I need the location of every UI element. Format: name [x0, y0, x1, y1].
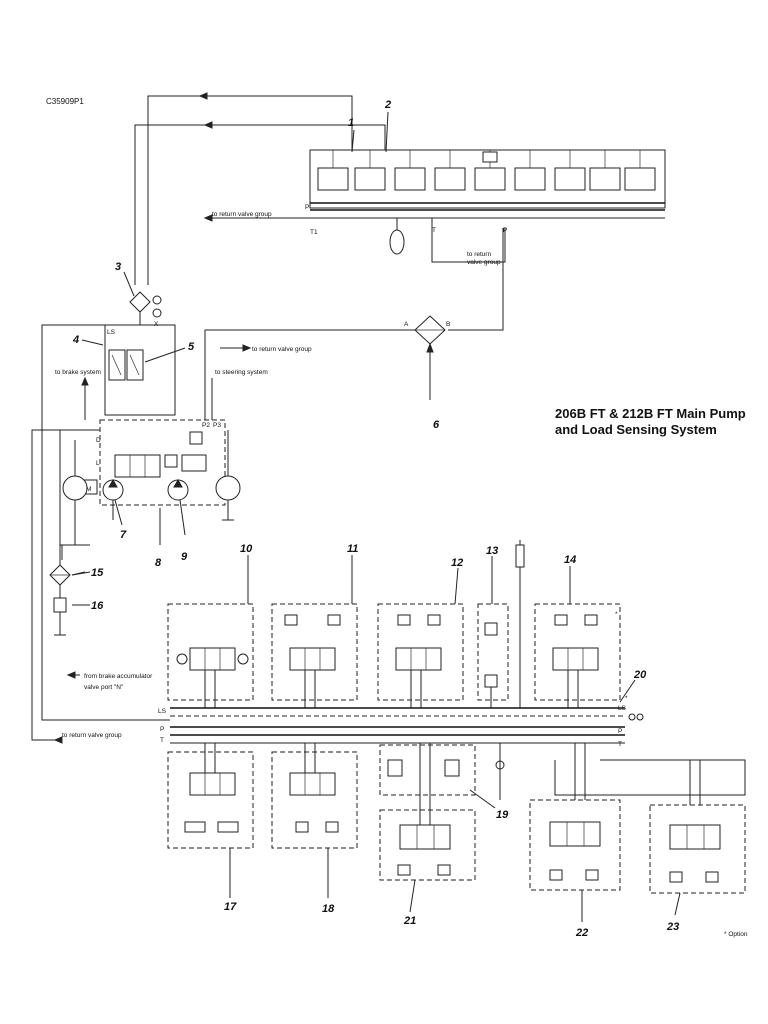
valve-section-10	[167, 603, 254, 708]
label-brake: to brake system	[55, 369, 101, 376]
label-return-mid-1: to return	[467, 251, 492, 258]
top-port-t1: T1	[310, 229, 318, 236]
manifold-port-ls: LS	[158, 708, 167, 715]
manifold-port-p: P	[160, 726, 164, 733]
filter-port-b: B	[446, 321, 450, 328]
motor-label: M	[86, 486, 91, 493]
accumulator-symbol	[389, 218, 405, 255]
callout-12: 12	[451, 557, 463, 569]
callout-16: 16	[91, 600, 104, 612]
callout-2: 2	[384, 99, 391, 111]
callout-22: 22	[575, 927, 588, 939]
pump-port-ls: LS	[107, 329, 116, 336]
callout-13: 13	[486, 545, 498, 557]
valve-section-23	[649, 804, 746, 894]
label-steering: to steering system	[215, 369, 268, 376]
pump-port-l: L	[96, 460, 100, 467]
option-note: * Option	[724, 931, 748, 938]
callout-5: 5	[188, 341, 195, 353]
callout-23: 23	[666, 921, 679, 933]
top-valve-sections	[317, 167, 656, 191]
pump-port-p2: P2	[202, 422, 210, 429]
callout-6: 6	[433, 419, 440, 431]
callout-10: 10	[240, 543, 253, 555]
diagram-title-line1: 206B FT & 212B FT Main Pump	[555, 406, 746, 421]
filter-6: A B	[404, 315, 450, 400]
callout-3: 3	[115, 261, 121, 273]
top-port-t: T	[432, 227, 436, 234]
diagram-title-line2: and Load Sensing System	[555, 422, 717, 437]
filter-15	[49, 430, 71, 586]
label-return-pump: to return valve group	[252, 346, 312, 353]
valve-section-14	[534, 603, 621, 708]
check-valve-16	[53, 585, 67, 636]
callout-9: 9	[181, 551, 188, 563]
manifold-port-ls-right: LS	[618, 705, 627, 712]
callout-18: 18	[322, 903, 335, 915]
callout-8: 8	[155, 557, 162, 569]
main-manifold: LS P T LS P T	[158, 705, 644, 748]
main-pump-group: LS X P2 P3 D L M	[62, 291, 241, 545]
callout-4: 4	[72, 334, 79, 346]
valve-13	[477, 540, 525, 708]
manifold-port-t-right: T	[618, 741, 622, 748]
valve-section-18	[271, 743, 358, 849]
label-brake-acc-2: valve port "N"	[84, 684, 124, 691]
pump-port-p3: P3	[213, 422, 221, 429]
filter-port-a: A	[404, 321, 409, 328]
callout-20: 20	[633, 669, 647, 681]
manifold-port-t: T	[160, 737, 164, 744]
label-brake-acc-1: from brake accumulator	[84, 673, 153, 680]
label-return-top: to return valve group	[212, 211, 272, 218]
valve-section-12	[377, 603, 464, 708]
callout-21: 21	[403, 915, 416, 927]
valve-section-11	[271, 603, 358, 708]
valve-section-17	[167, 743, 254, 849]
manifold-port-p-right: P	[618, 728, 622, 735]
callout-19: 19	[496, 809, 509, 821]
document-id: C35909P1	[46, 97, 84, 106]
callout-11: 11	[347, 543, 358, 555]
top-valve-bank: P T1 T P	[305, 149, 666, 236]
label-return-bottom: to return valve group	[62, 732, 122, 739]
callout-17: 17	[224, 901, 237, 913]
valve-section-22	[529, 799, 621, 891]
valve-19	[379, 743, 505, 800]
pump-port-d: D	[96, 437, 101, 444]
callout-1: 1	[348, 117, 354, 129]
valve-section-21	[379, 743, 476, 881]
option-mark-14: *	[615, 611, 618, 618]
top-port-p: P	[305, 204, 309, 211]
callout-7: 7	[120, 529, 127, 541]
label-return-mid-2: valve group	[467, 259, 501, 266]
option-mark-14b: *	[625, 695, 628, 702]
pump-port-x: X	[154, 321, 159, 328]
callouts: 1 2 3 4 5 6 7 8 9 10 11 12 13 14 15 16 1…	[71, 99, 681, 939]
callout-15: 15	[91, 567, 104, 579]
callout-14: 14	[564, 554, 576, 566]
